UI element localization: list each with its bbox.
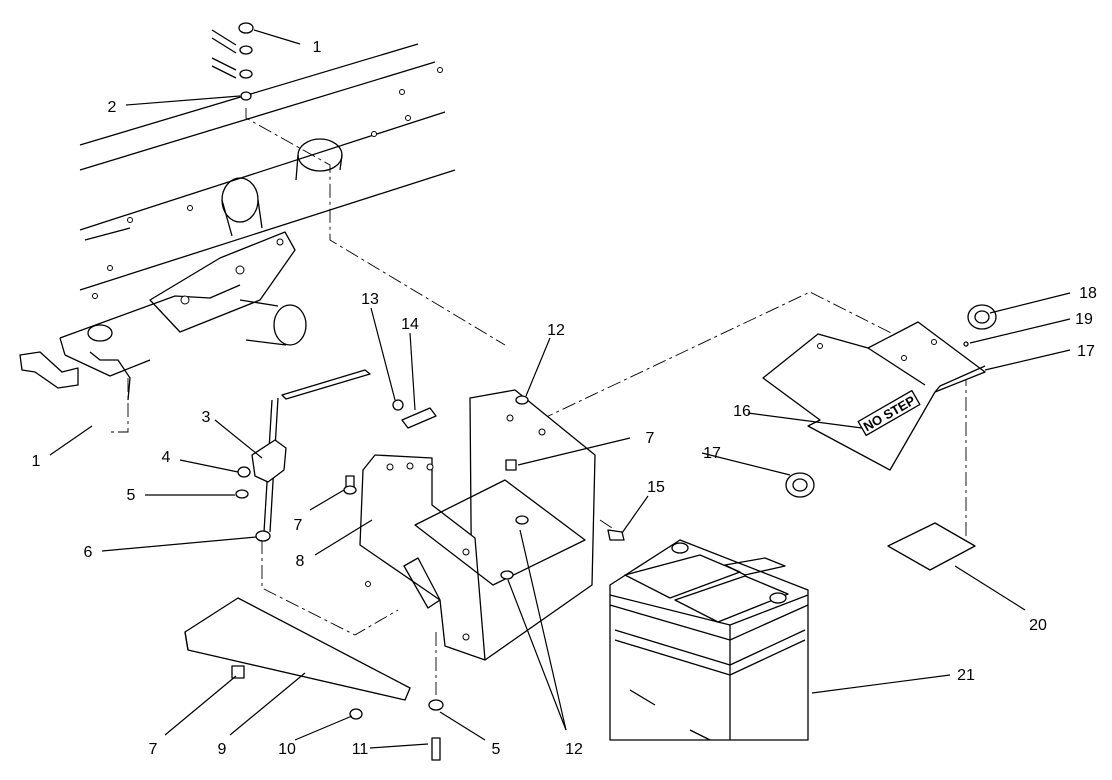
- callout-1: 1: [32, 453, 41, 470]
- callout-19: 17: [1077, 343, 1095, 360]
- callout-17: 17: [703, 445, 721, 462]
- leader-lines: [49, 29, 1071, 749]
- callout-9: 9: [218, 741, 227, 758]
- callout-11: 11: [352, 741, 369, 758]
- holddown-clamp: [392, 399, 437, 429]
- callout-15: 15: [647, 479, 665, 496]
- callout-1: 1: [313, 39, 322, 56]
- callout-20: 20: [1029, 617, 1047, 634]
- frame-assembly: [19, 43, 456, 401]
- callout-5: 5: [127, 487, 136, 504]
- battery-cables: [211, 22, 254, 101]
- callout-6: 6: [84, 544, 93, 561]
- mounting-plate: [887, 522, 976, 571]
- bolts: [343, 395, 625, 580]
- callout-2: 2: [108, 99, 117, 116]
- callout-7: 7: [149, 741, 158, 758]
- battery-tray: [359, 389, 596, 661]
- holddown-rod: [235, 369, 371, 542]
- callout-18: 19: [1075, 311, 1093, 328]
- callout-8: 8: [296, 553, 305, 570]
- callout-16: 16: [733, 403, 751, 420]
- battery: [609, 539, 809, 741]
- callout-17: 18: [1079, 285, 1097, 302]
- callout-4: 4: [162, 449, 171, 466]
- callout-7: 7: [294, 517, 303, 534]
- knobs: [785, 304, 997, 498]
- callout-5: 5: [492, 741, 501, 758]
- callout-7: 7: [646, 430, 655, 447]
- lower-bracket: [184, 597, 444, 761]
- callout-14: 14: [401, 316, 419, 333]
- callout-3: 3: [202, 409, 211, 426]
- callout-12: 12: [547, 322, 565, 339]
- callout-12: 12: [565, 741, 583, 758]
- callout-13: 13: [361, 291, 379, 308]
- battery-cover: NO STEP: [762, 321, 986, 471]
- callout-labels: 1 2 1 3 4 5 6 7 8 13 14 12 7 15 16 17 18…: [32, 39, 1097, 758]
- callout-21: 21: [957, 667, 975, 684]
- callout-10: 10: [278, 741, 296, 758]
